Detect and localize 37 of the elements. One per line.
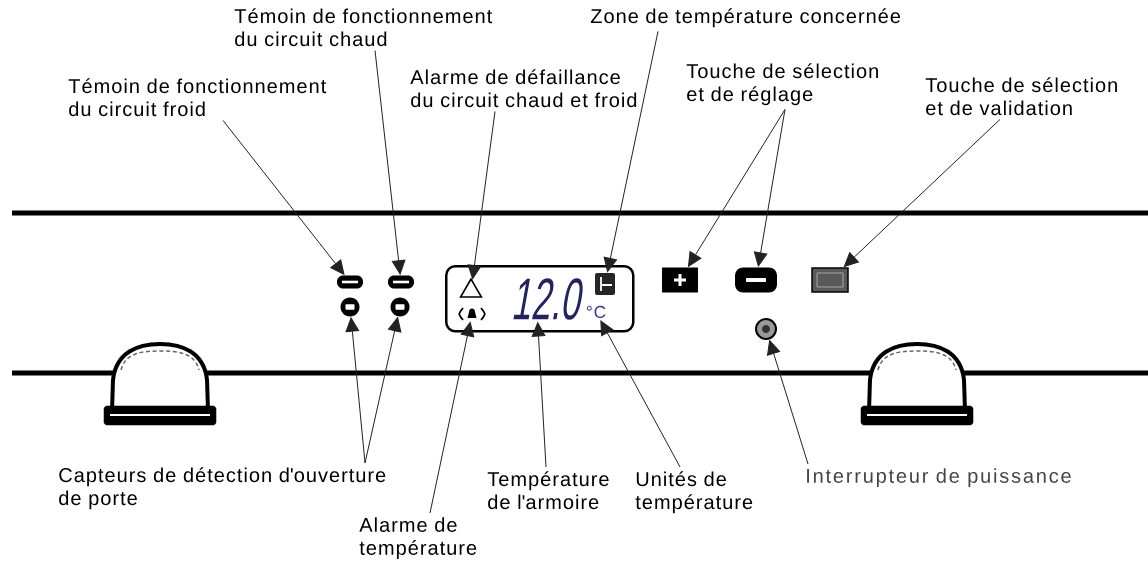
- callout-text: Unités de température: [635, 471, 753, 514]
- alarm-symbol: [458, 307, 486, 321]
- leader-arrow: [467, 110, 496, 280]
- leader-arrow: [429, 321, 475, 514]
- callout-text: Interrupteur de puissance: [807, 468, 1071, 487]
- zone-indicator: [595, 273, 615, 295]
- leader-arrow: [688, 108, 786, 267]
- unit-symbol: °C: [586, 305, 606, 319]
- minus-button: [735, 267, 777, 293]
- leader-arrow: [345, 317, 366, 464]
- leader-arrow: [843, 118, 1001, 267]
- callout-text: Touche de sélection et de validation: [925, 77, 1117, 116]
- temperature-readout: 12.0: [513, 278, 583, 320]
- door-sensor: [340, 297, 360, 317]
- callout-text: Capteurs de détection d'ouverture de porte: [59, 467, 386, 510]
- callout-text: Alarme de température: [359, 517, 477, 559]
- leader-arrow: [753, 108, 786, 267]
- power-switch: [755, 318, 777, 340]
- leader-arrow: [603, 30, 659, 273]
- lcd-display: [445, 265, 635, 333]
- indicator-light: [388, 275, 414, 289]
- leader-arrow: [374, 49, 406, 275]
- indicator-light: [337, 275, 363, 289]
- callout-text: Touche de sélection et de réglage: [686, 63, 878, 106]
- set-button: [811, 267, 849, 293]
- leader-arrow: [222, 119, 345, 275]
- door-sensor: [390, 297, 410, 317]
- callout-text: Témoin de fonctionnement du circuit froid: [68, 78, 327, 117]
- leader-arrow: [767, 340, 809, 465]
- callout-text: Température de l'armoire: [487, 471, 609, 510]
- leader-arrow: [531, 322, 547, 468]
- leader-arrow: [600, 320, 681, 468]
- callout-text: Alarme de défaillance du circuit chaud et froid: [410, 69, 637, 108]
- leader-arrow: [364, 317, 402, 464]
- callout-text: Zone de température concernée: [590, 8, 901, 28]
- plus-button: [662, 267, 698, 293]
- callout-text: Témoin de fonctionnement du circuit chaud: [234, 8, 493, 47]
